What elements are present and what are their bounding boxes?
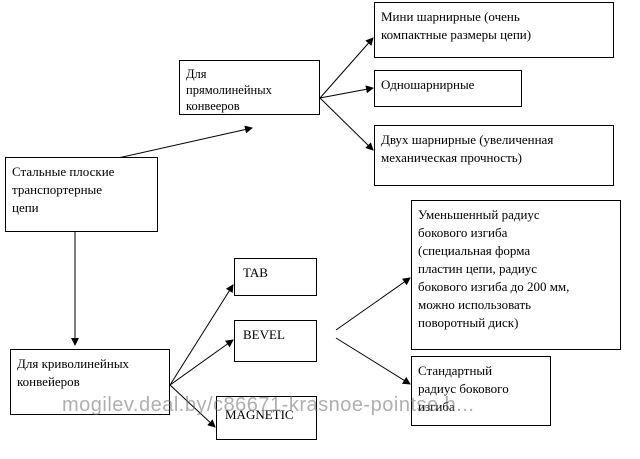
node-double-hinged: Двух шарнирные (увеличенная механическая…	[374, 125, 614, 186]
arrow-straight-to-double	[319, 97, 374, 151]
arrow-straight-to-single	[319, 85, 374, 99]
node-single-hinged: Одношарнирные	[374, 70, 522, 107]
arrow-bevel-to-standard	[335, 337, 411, 385]
arrow-curved-to-magnetic	[169, 384, 216, 428]
arrow-root-to-straight	[117, 125, 253, 159]
node-bevel: BEVEL	[234, 320, 317, 362]
node-steel-flat-chains: Стальные плоские транспортерные цепи	[5, 157, 158, 232]
node-straight-conveyors: Для прямолинейных конвееров	[179, 60, 320, 115]
arrow-bevel-to-reduced	[335, 277, 411, 331]
node-tab: TAB	[234, 258, 317, 296]
node-reduced-radius: Уменьшенный радиус бокового изгиба (спец…	[411, 200, 621, 350]
arrow-straight-to-mini	[319, 37, 374, 99]
node-standard-radius: Стандартный радиус бокового изгиба	[411, 356, 551, 426]
node-magnetic: MAGNETIC	[216, 396, 317, 440]
node-mini-hinged: Мини шарнирные (очень компактные размеры…	[374, 2, 614, 58]
arrow-curved-to-bevel	[169, 339, 234, 386]
node-curved-conveyors: Для криволинейных конвейеров	[10, 349, 170, 415]
arrow-curved-to-tab	[169, 284, 234, 386]
